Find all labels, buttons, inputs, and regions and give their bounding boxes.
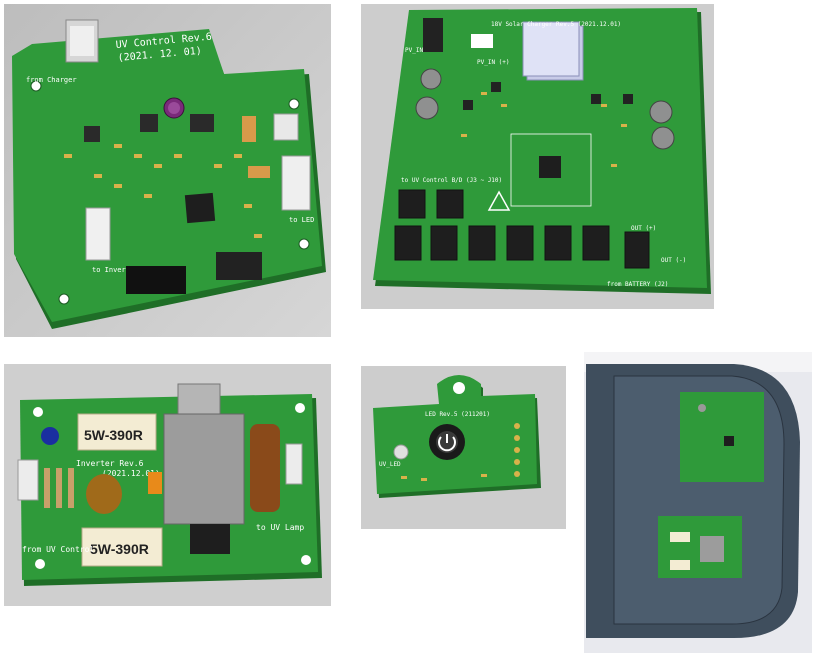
power-resistor-bottom [81, 527, 163, 567]
label-to-uv-control: to UV Control B/D (J3 ~ J10) [401, 177, 502, 184]
board-title: Inverter Rev.6 [76, 459, 144, 468]
enclosure-photo [584, 352, 812, 653]
pcb-board [680, 392, 764, 482]
label-out-plus: OUT (+) [631, 225, 656, 232]
label-uv-led: UV_LED [379, 461, 401, 468]
label-pv-in-plus: PV_IN (+) [477, 59, 510, 66]
label-from-uv-control: from UV Control [22, 545, 94, 554]
solar-panel-icon [471, 34, 493, 48]
uv-control-board-render: UV Control Rev.6 (2021. 12. 01) from Cha… [4, 4, 331, 337]
led-board-render: LED Rev.5 (211201) UV_LED [361, 366, 566, 529]
uv-led-icon [393, 444, 409, 460]
capacitor-icon [41, 427, 59, 445]
mcu-chip [539, 156, 561, 178]
label-to-led: to LED [289, 216, 314, 224]
label-to-inverter: to Inverter [92, 266, 138, 274]
label-from-charger: from Charger [26, 76, 77, 84]
label-out-minus: OUT (-) [661, 257, 686, 264]
board-title: LED Rev.5 (211201) [425, 411, 490, 418]
dc-jack-icon [423, 18, 443, 52]
label-from-battery: from BATTERY (J2) [607, 281, 668, 288]
mcu-chip [184, 192, 216, 224]
resistor-label: 5W-390R [90, 541, 149, 557]
board-date: (2021.12.01) [102, 469, 160, 478]
label-to-uv-lamp: to UV Lamp [256, 523, 304, 532]
inductor-icon [86, 474, 122, 514]
resistor-label: 5W-390R [84, 427, 143, 443]
board-title: 18V Solar Charger Rev.5 (2021.12.01) [491, 21, 621, 28]
power-resistor-top [77, 413, 157, 451]
solar-charger-board-render: 18V Solar Charger Rev.5 (2021.12.01) PV_… [361, 4, 714, 309]
inverter-board-render: 5W-390R 5W-390R Inverter Rev.6 (2021.12.… [4, 364, 331, 606]
uv-warning-icon [487, 190, 511, 211]
label-pv-in: PV_IN [405, 47, 423, 54]
